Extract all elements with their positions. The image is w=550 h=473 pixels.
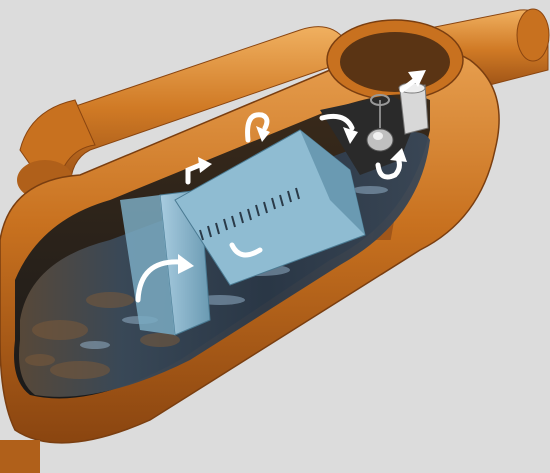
separator-tank-diagram (0, 0, 550, 473)
